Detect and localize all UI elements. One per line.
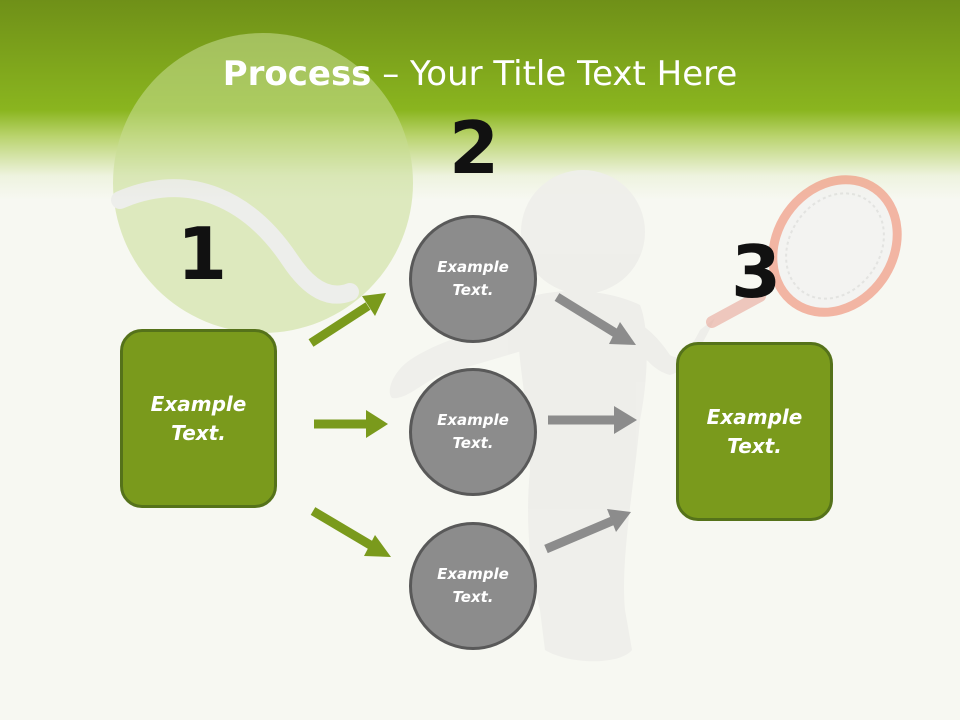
arrow-gray-up-right (544, 509, 631, 554)
title-rest: – Your Title Text Here (371, 54, 738, 94)
arrow-gray-right (548, 406, 637, 434)
step-2-circle-middle: Example Text. (409, 368, 537, 496)
step-2-circle-top: Example Text. (409, 215, 537, 343)
tennis-racket-icon (706, 175, 902, 328)
arrow-green-down-right (310, 507, 391, 557)
slide-title: Process – Your Title Text Here (0, 52, 960, 96)
tennis-ball-icon (111, 33, 413, 333)
step-number-3: 3 (731, 230, 782, 314)
title-bold: Process (222, 54, 372, 94)
arrow-green-up-right (308, 293, 386, 347)
arrow-green-right (314, 410, 388, 438)
step-number-1: 1 (177, 212, 228, 296)
player-figure-icon (389, 170, 715, 662)
arrow-gray-down-right (554, 293, 636, 345)
step-2-circle-bottom: Example Text. (409, 522, 537, 650)
step-3-box: Example Text. (676, 342, 833, 521)
step-1-box: Example Text. (120, 329, 277, 508)
step-number-2: 2 (449, 106, 500, 190)
